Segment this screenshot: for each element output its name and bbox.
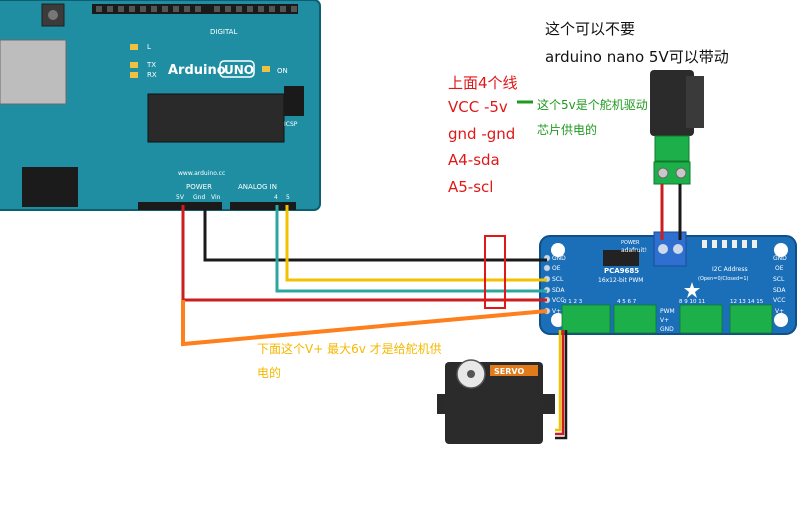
pca-chip-label: PCA9685 bbox=[604, 267, 639, 275]
tx-led-label: TX bbox=[146, 61, 156, 69]
i2c-title: I2C Address bbox=[712, 266, 748, 273]
usb-port-icon bbox=[0, 39, 67, 105]
uno-badge bbox=[219, 60, 255, 78]
note-red-line2: VCC -5v bbox=[448, 98, 508, 116]
servo-wire-brown bbox=[555, 330, 568, 440]
note-green-line1: 这个5v是个舵机驱动 bbox=[537, 98, 648, 112]
wire-sda bbox=[275, 205, 547, 293]
mount-hole-tl bbox=[551, 243, 565, 257]
analog-label: ANALOG IN bbox=[238, 183, 277, 191]
svg-text:VCC: VCC bbox=[773, 297, 785, 304]
servo-wire-red bbox=[555, 330, 565, 436]
pin-a4-label: 4 bbox=[274, 194, 278, 201]
servo-motor: SERVO bbox=[437, 359, 555, 444]
rx-led-label: RX bbox=[147, 71, 157, 79]
pin-vin-label: Vin bbox=[211, 194, 221, 201]
pca9685-board: GND OE SCL SDA VCC V+ GND OE SCL SDA VCC V+ PCA968… bbox=[539, 231, 797, 335]
svg-text:OE: OE bbox=[552, 265, 561, 272]
svg-text:VCC: VCC bbox=[552, 297, 564, 304]
reset-button-cap bbox=[48, 10, 58, 20]
pin-5v-label: 5V bbox=[176, 194, 185, 201]
dc-barrel-jack bbox=[650, 70, 704, 185]
icsp-label: ICSP bbox=[284, 121, 298, 128]
note-green-line2: 芯片供电的 bbox=[537, 123, 598, 137]
adafruit-flower-icon bbox=[684, 282, 700, 298]
dc-jack-sleeve bbox=[686, 76, 704, 128]
row-vplus-label: V+ bbox=[660, 317, 669, 324]
icsp-header bbox=[284, 86, 304, 116]
channel-block-0-3 bbox=[561, 304, 611, 334]
svg-text:4 5 6 7: 4 5 6 7 bbox=[617, 299, 637, 305]
analog-header bbox=[230, 202, 296, 210]
arduino-board: DIGITAL L TX RX ON Arduino UNO ICSP www.… bbox=[0, 0, 321, 211]
wire-scl bbox=[285, 205, 547, 282]
note-red-line5: A5-scl bbox=[448, 178, 494, 196]
wires bbox=[181, 184, 682, 440]
servo-label-bg bbox=[490, 365, 538, 376]
note-red-line3: gnd -gnd bbox=[448, 125, 516, 143]
svg-text:0 1 2 3: 0 1 2 3 bbox=[563, 299, 583, 305]
pca-power-label: POWER bbox=[621, 240, 640, 246]
channel-block-8-11 bbox=[679, 304, 723, 334]
svg-text:GND: GND bbox=[552, 255, 566, 262]
servo-label: SERVO bbox=[494, 367, 524, 376]
digital-label: DIGITAL bbox=[210, 28, 237, 36]
arduino-website: www.arduino.cc bbox=[178, 170, 225, 177]
mount-hole-bl bbox=[551, 313, 565, 327]
pca-brand: adafruit! bbox=[621, 247, 647, 254]
note-orange-line2: 电的 bbox=[257, 366, 282, 380]
wire-vcc bbox=[181, 205, 547, 302]
arduino-model: UNO bbox=[224, 63, 254, 77]
mount-hole-tr bbox=[774, 243, 788, 257]
pca-subtitle: 16x12-bit PWM bbox=[598, 277, 643, 284]
svg-text:12 13 14 15: 12 13 14 15 bbox=[730, 299, 764, 305]
pca-chip-icon bbox=[603, 250, 639, 266]
svg-text:SCL: SCL bbox=[773, 276, 785, 283]
channel-block-12-15 bbox=[729, 304, 773, 334]
on-led-label: ON bbox=[277, 67, 288, 75]
highlight-box bbox=[484, 235, 506, 309]
note-red-line1: 上面4个线 bbox=[448, 74, 518, 92]
dc-jack-body bbox=[650, 70, 694, 136]
mount-hole-br bbox=[774, 313, 788, 327]
svg-text:SDA: SDA bbox=[552, 287, 565, 294]
channel-block-4-7 bbox=[613, 304, 657, 334]
svg-text:OE: OE bbox=[775, 265, 784, 272]
note-red-line4: A4-sda bbox=[448, 151, 500, 169]
note-top-line2: arduino nano 5V可以带动 bbox=[545, 48, 729, 66]
power-header bbox=[138, 202, 222, 210]
l-led-label: L bbox=[147, 43, 151, 51]
atmega-chip-icon bbox=[147, 93, 285, 143]
i2c-sub: (Open=0/Closed=1) bbox=[698, 276, 749, 282]
servo-wire-yellow bbox=[555, 330, 562, 432]
svg-text:SCL: SCL bbox=[552, 276, 564, 283]
dc-jack-icon bbox=[22, 167, 78, 207]
power-label: POWER bbox=[186, 183, 212, 191]
svg-text:8 9 10 11: 8 9 10 11 bbox=[679, 299, 705, 305]
note-orange-line1: 下面这个V+ 最大6v 才是给舵机供 bbox=[257, 342, 442, 356]
pin-gnd-label: Gnd bbox=[193, 194, 205, 201]
wire-gnd bbox=[203, 205, 547, 262]
pin-a5-label: 5 bbox=[286, 194, 290, 201]
note-top-line1: 这个可以不要 bbox=[545, 20, 636, 38]
svg-text:V+: V+ bbox=[775, 308, 784, 315]
dc-jack-terminal bbox=[654, 135, 690, 162]
row-pwm-label: PWM bbox=[660, 308, 675, 315]
wire-vplus bbox=[181, 300, 548, 347]
row-gnd-label: GND bbox=[660, 326, 674, 333]
svg-text:GND: GND bbox=[773, 255, 787, 262]
svg-text:V+: V+ bbox=[552, 308, 561, 315]
svg-text:SDA: SDA bbox=[773, 287, 786, 294]
arduino-brand: Arduino bbox=[168, 63, 226, 78]
